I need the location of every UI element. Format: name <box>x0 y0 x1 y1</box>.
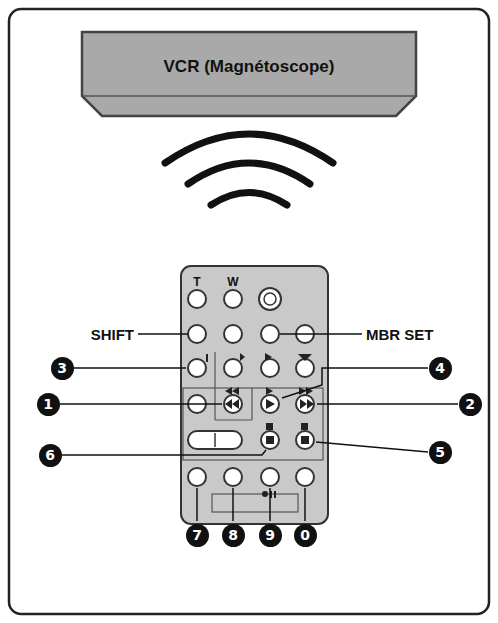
remote-button <box>261 359 279 377</box>
remote-button <box>224 468 242 486</box>
part-name: SHIFT <box>89 326 136 343</box>
callout-number: 0 <box>294 524 317 547</box>
remote-button <box>188 468 206 486</box>
remote-button <box>296 395 314 413</box>
remote-button <box>224 359 242 377</box>
callout-number: 8 <box>222 524 245 547</box>
remote-button <box>224 290 242 308</box>
callout-number: 5 <box>429 441 452 464</box>
remote-button <box>296 431 314 449</box>
remote-button <box>261 325 279 343</box>
callout-number: 6 <box>39 444 62 467</box>
button-letter: T <box>193 276 200 288</box>
remote-button <box>188 290 206 308</box>
callout-number: 9 <box>259 524 282 547</box>
callout-number: 7 <box>186 524 209 547</box>
callout-number: 1 <box>37 393 60 416</box>
remote-button <box>261 431 279 449</box>
remote-button <box>188 325 206 343</box>
part-name: MBR SET <box>364 326 436 343</box>
callout-number: 4 <box>429 357 452 380</box>
remote-button <box>224 325 242 343</box>
remote-button <box>296 468 314 486</box>
remote-button <box>224 395 242 413</box>
vcr-box: VCR (Magnétoscope) <box>80 30 418 118</box>
remote-button <box>188 359 206 377</box>
device-name: VCR (Magnétoscope) <box>164 57 335 77</box>
remote-button <box>261 468 279 486</box>
callout-number: 2 <box>459 393 482 416</box>
button-letter: W <box>227 276 238 288</box>
remote-button <box>261 395 279 413</box>
callout-number: 3 <box>51 357 74 380</box>
remote-button <box>296 359 314 377</box>
